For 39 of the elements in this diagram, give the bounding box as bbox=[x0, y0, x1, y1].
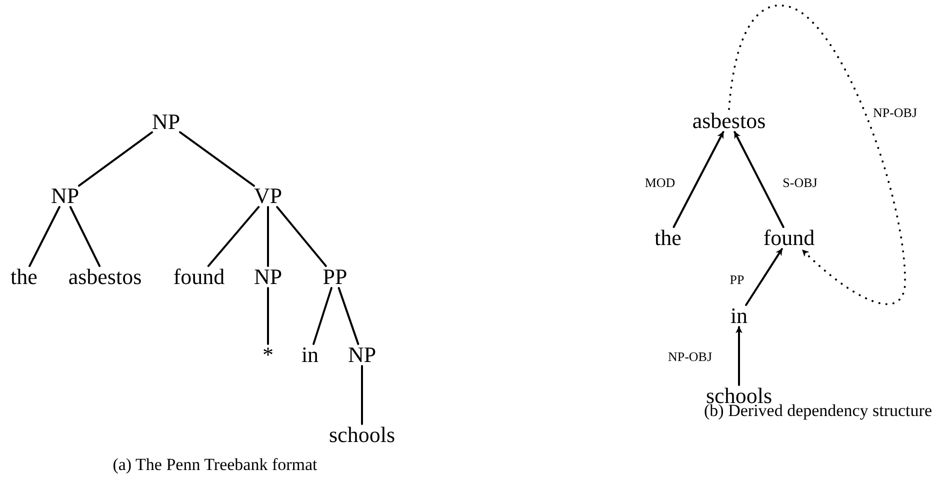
edge-label: PP bbox=[728, 273, 746, 287]
tree-branch bbox=[78, 131, 153, 187]
node-label: found bbox=[763, 227, 815, 249]
node-label: in bbox=[301, 344, 319, 366]
edge-label: S-OBJ bbox=[782, 176, 818, 190]
arrow bbox=[745, 248, 783, 306]
node-label: asbestos bbox=[692, 110, 766, 132]
tree-branch bbox=[179, 131, 255, 187]
tree-branch bbox=[276, 206, 327, 267]
tree-branch bbox=[207, 206, 260, 267]
node-label: the bbox=[654, 227, 682, 249]
node-label: NP bbox=[254, 266, 282, 288]
edge-label: NP-OBJ bbox=[666, 350, 714, 364]
arrow bbox=[734, 131, 784, 228]
subfigure-caption: (b) Derived dependency structure bbox=[704, 402, 932, 420]
node-label: NP bbox=[50, 185, 80, 207]
node-label: PP bbox=[322, 266, 348, 288]
tree-branch bbox=[312, 287, 332, 345]
edge-label: MOD bbox=[644, 176, 676, 190]
tree-branch bbox=[69, 206, 101, 267]
node-label: asbestos bbox=[68, 266, 142, 288]
node-label: * bbox=[262, 344, 274, 366]
arrow bbox=[736, 326, 742, 386]
node-label: the bbox=[10, 266, 38, 288]
node-label: schools bbox=[329, 424, 395, 446]
edge-label: NP-OBJ bbox=[872, 106, 918, 120]
tree-branch bbox=[28, 206, 60, 267]
tree-branch bbox=[361, 365, 363, 425]
tree-branch bbox=[267, 206, 269, 267]
subfigure-caption: (a) The Penn Treebank format bbox=[112, 456, 318, 474]
node-label: NP bbox=[152, 111, 180, 133]
dotted-arrow bbox=[728, 4, 906, 306]
node-label: found bbox=[173, 266, 225, 288]
tree-branch bbox=[267, 287, 269, 345]
node-label: VP bbox=[254, 185, 282, 207]
node-label: in bbox=[730, 305, 748, 327]
tree-branch bbox=[338, 287, 360, 345]
arrow bbox=[672, 131, 724, 228]
node-label: NP bbox=[348, 344, 376, 366]
